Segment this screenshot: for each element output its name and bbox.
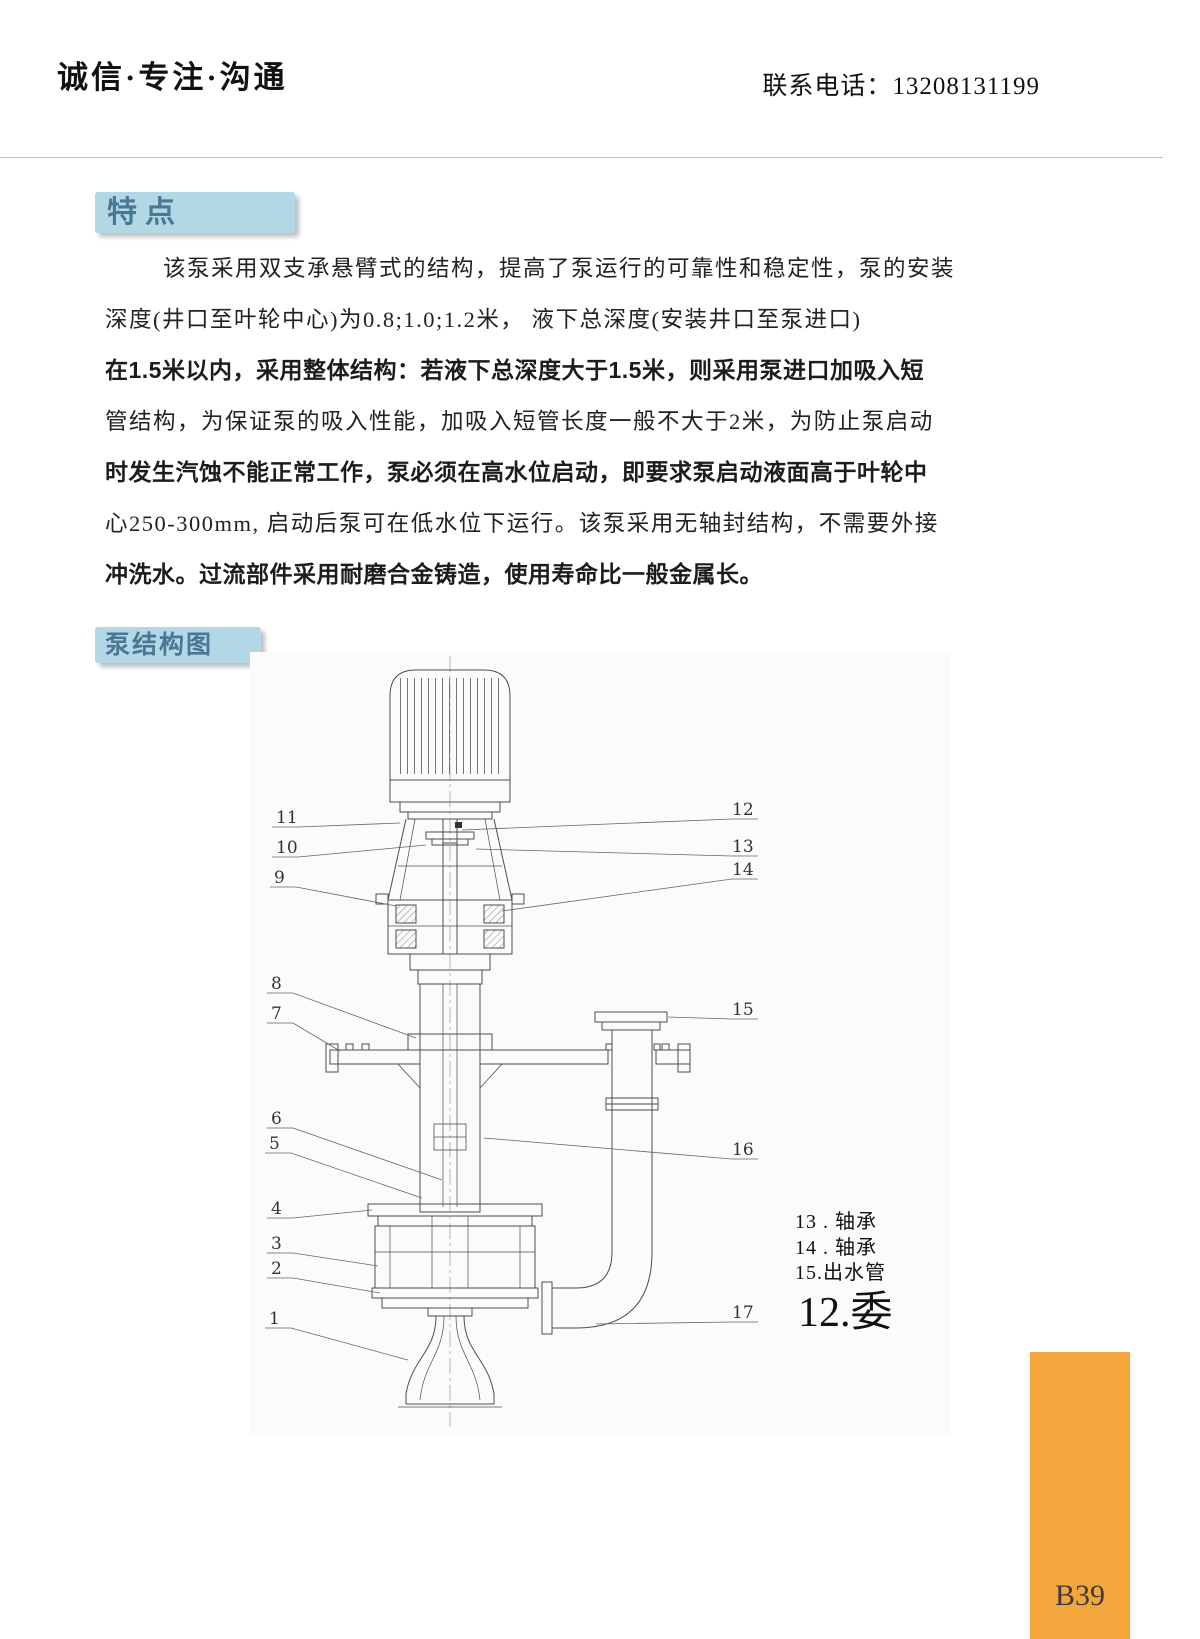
callout-number: 6 bbox=[271, 1109, 282, 1129]
paragraph-line: 在1.5米以内，采用整体结构：若液下总深度大于1.5米，则采用泵进口加吸入短 bbox=[105, 357, 924, 383]
header-divider bbox=[0, 157, 1163, 158]
callout-number: 9 bbox=[274, 868, 285, 888]
callout-number: 4 bbox=[271, 1199, 282, 1219]
page-number: B39 bbox=[1054, 1579, 1105, 1612]
callout-number: 10 bbox=[276, 838, 298, 858]
callout-number: 16 bbox=[732, 1140, 754, 1160]
section-title-structure: 泵结构图 bbox=[95, 627, 261, 663]
callout-number: 12 bbox=[732, 800, 754, 820]
legend-entry-bearing-14: 14 . 轴承 bbox=[795, 1237, 877, 1259]
callout-number: 8 bbox=[271, 974, 282, 994]
paragraph-line: 管结构，为保证泵的吸入性能，加吸入短管长度一般不大于2米，为防止泵启动 bbox=[105, 409, 934, 434]
legend-entry-bearing-13: 13 . 轴承 bbox=[795, 1211, 877, 1233]
callout-number: 15 bbox=[732, 1000, 754, 1020]
legend-entry-large-12: 12.委 bbox=[798, 1290, 893, 1336]
features-paragraph: 该泵采用双支承悬臂式的结构，提高了泵运行的可靠性和稳定性，泵的安装 深度(井口至… bbox=[105, 243, 956, 600]
callout-number: 5 bbox=[269, 1134, 280, 1154]
section-title-features: 特点 bbox=[95, 192, 295, 233]
callout-number: 17 bbox=[732, 1303, 754, 1323]
pump-structure-diagram: 11 10 9 8 7 6 5 4 3 2 1 12 13 14 15 16 1… bbox=[250, 652, 950, 1437]
paragraph-line: 冲洗水。过流部件采用耐磨合金铸造，使用寿命比一般金属长。 bbox=[105, 561, 763, 587]
paragraph-line: 深度(井口至叶轮中心)为0.8;1.0;1.2米， 液下总深度(安装井口至泵进口… bbox=[105, 307, 862, 332]
company-slogan: 诚信·专注·沟通 bbox=[57, 60, 288, 95]
callout-number: 2 bbox=[271, 1259, 282, 1279]
callout-number: 11 bbox=[276, 808, 298, 828]
callout-number: 13 bbox=[732, 837, 754, 857]
contact-phone: 联系电话：13208131199 bbox=[762, 73, 1040, 100]
legend-entry-outlet-pipe-15: 15.出水管 bbox=[795, 1262, 886, 1284]
paragraph-line: 该泵采用双支承悬臂式的结构，提高了泵运行的可靠性和稳定性，泵的安装 bbox=[163, 256, 956, 281]
callout-number: 7 bbox=[271, 1004, 282, 1024]
callout-number: 3 bbox=[271, 1234, 282, 1254]
callout-number: 1 bbox=[269, 1309, 280, 1329]
paragraph-line: 心250-300mm, 启动后泵可在低水位下运行。该泵采用无轴封结构，不需要外接 bbox=[105, 511, 939, 536]
pump-cross-section-drawing bbox=[265, 656, 758, 1427]
paragraph-line: 时发生汽蚀不能正常工作，泵必须在高水位启动，即要求泵启动液面高于叶轮中 bbox=[105, 459, 928, 485]
accent-color-block: B39 bbox=[1030, 1352, 1130, 1639]
callout-number: 14 bbox=[732, 860, 754, 880]
